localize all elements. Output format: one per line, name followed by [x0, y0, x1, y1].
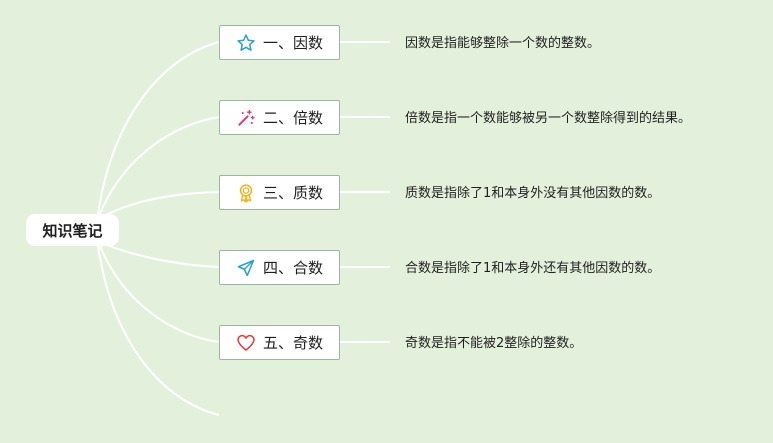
- connector-curve: [103, 243, 220, 268]
- branch-description: 倍数是指一个数能够被另一个数整除得到的结果。: [405, 111, 692, 126]
- root-node[interactable]: 知识笔记: [26, 214, 119, 246]
- branch-label: 二、倍数: [262, 109, 323, 127]
- connector-curve: [97, 41, 220, 215]
- branch-label: 四、合数: [262, 259, 323, 277]
- branch-description: 奇数是指不能被2整除的整数。: [405, 336, 583, 351]
- branch-node-composite[interactable]: 四、合数: [219, 250, 340, 285]
- branch-node-multiple[interactable]: 二、倍数: [219, 100, 340, 135]
- award-ribbon-icon: [236, 183, 256, 203]
- root-label: 知识笔记: [42, 221, 103, 240]
- magic-wand-icon: [236, 108, 256, 128]
- branch-label: 三、质数: [262, 184, 323, 202]
- branch-node-prime[interactable]: 三、质数: [219, 175, 340, 210]
- connector-curve: [97, 245, 220, 416]
- heart-icon: [236, 333, 256, 353]
- connector-curve: [99, 245, 220, 343]
- branch-description: 因数是指能够整除一个数的整数。: [405, 36, 601, 51]
- branch-description: 质数是指除了1和本身外没有其他因数的数。: [405, 186, 661, 201]
- star-icon: [236, 33, 256, 53]
- connector-curve: [99, 116, 220, 215]
- connector-curve: [103, 191, 220, 217]
- branch-node-factor[interactable]: 一、因数: [219, 25, 340, 60]
- branch-label: 五、奇数: [262, 334, 323, 352]
- branch-label: 一、因数: [262, 34, 323, 52]
- branch-description: 合数是指除了1和本身外还有其他因数的数。: [405, 261, 661, 276]
- paper-plane-icon: [236, 258, 256, 278]
- branch-node-odd[interactable]: 五、奇数: [219, 325, 340, 360]
